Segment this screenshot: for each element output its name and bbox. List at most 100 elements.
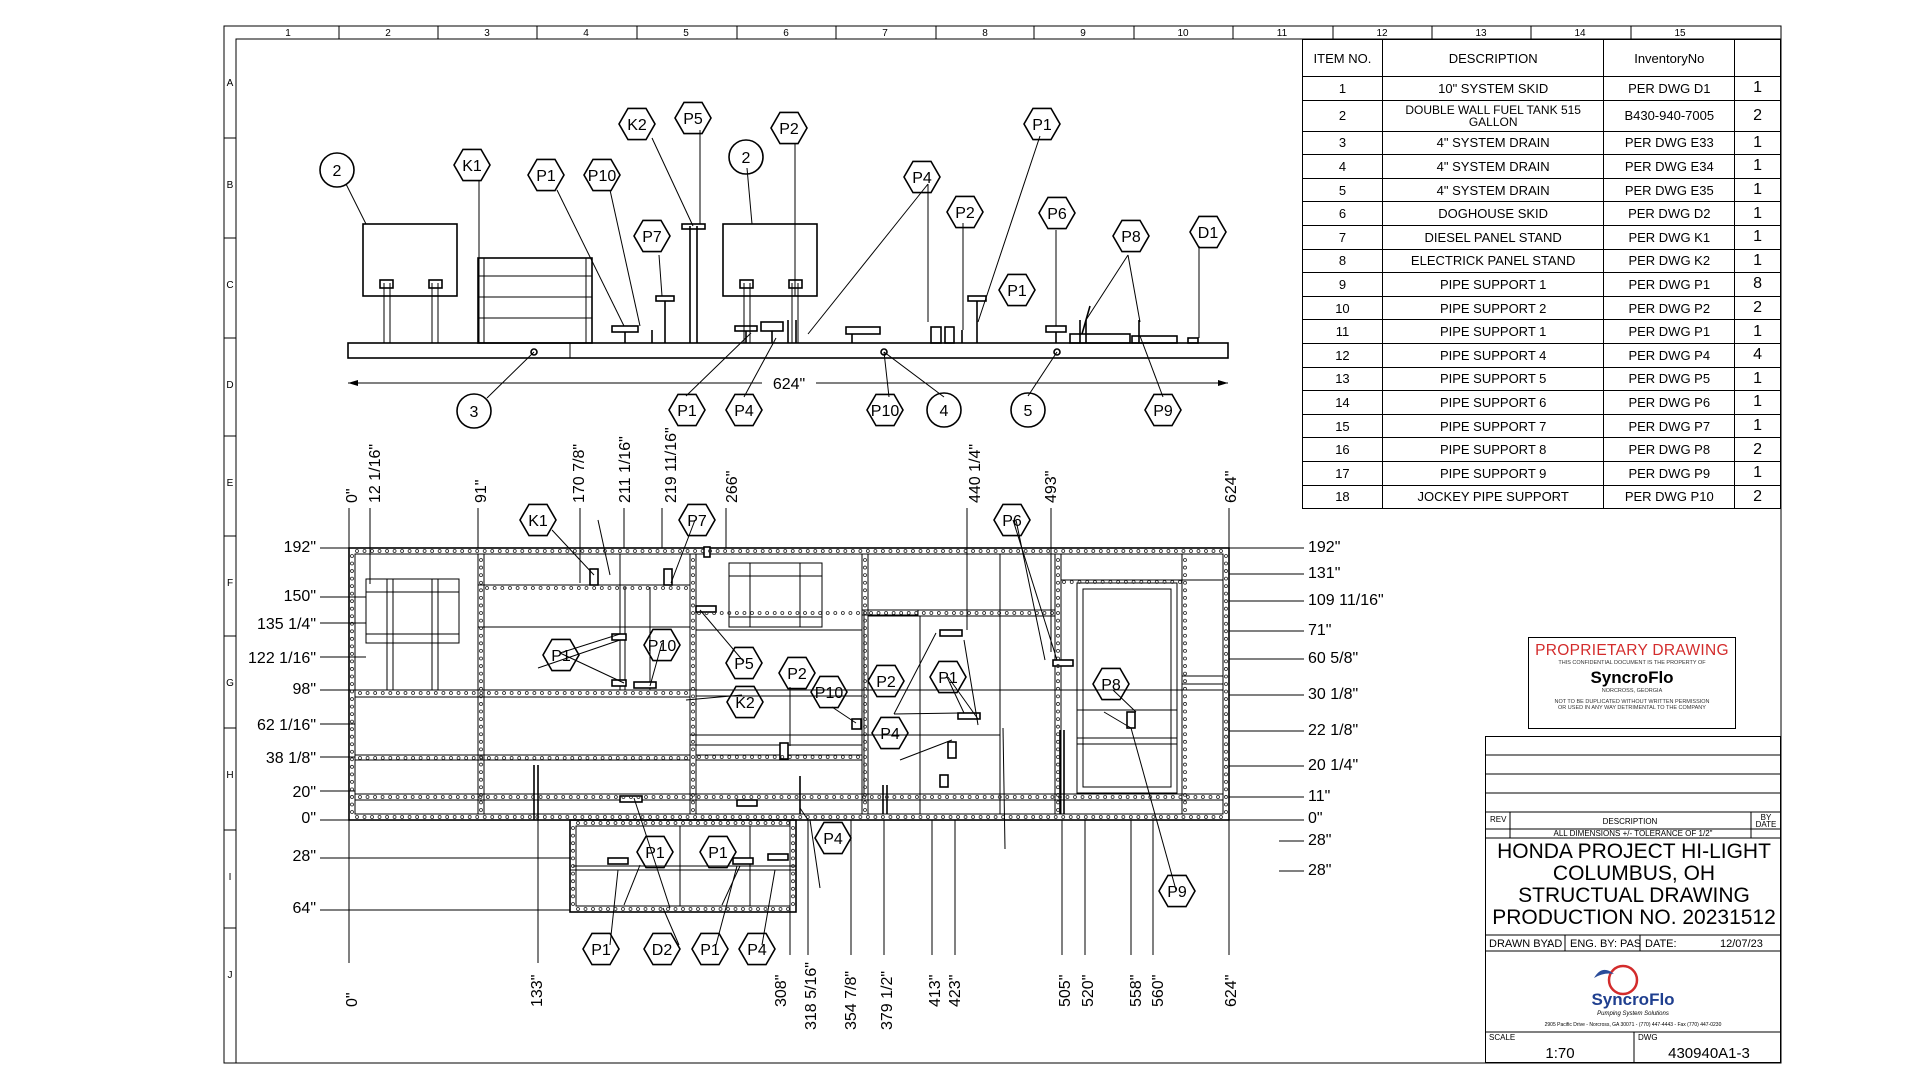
bolt — [681, 907, 685, 911]
balloon-hexagon — [643, 628, 681, 662]
dim-bottom-520: 520" — [1080, 975, 1097, 1007]
bolt — [350, 727, 354, 732]
plan-leaders — [537, 519, 1177, 946]
scale-value: 1:70 — [1545, 1045, 1574, 1062]
balloon-label: 5 — [1024, 403, 1033, 420]
bolt — [557, 815, 562, 819]
bolt — [1113, 549, 1118, 553]
bolt — [630, 586, 635, 590]
bolt — [583, 907, 588, 911]
bolt — [929, 611, 934, 615]
bolt — [470, 795, 475, 799]
bolt — [400, 549, 404, 553]
bom-item-no: 18 — [1302, 484, 1383, 510]
bolt — [691, 792, 695, 797]
bolt — [899, 795, 904, 799]
bolt — [350, 712, 354, 717]
bolt — [479, 717, 483, 721]
bolt — [1193, 795, 1198, 799]
bolt — [802, 795, 806, 799]
bolt — [577, 756, 582, 760]
bolt — [433, 795, 438, 799]
bolt — [546, 795, 551, 799]
bolt — [415, 815, 420, 819]
bolt — [362, 815, 367, 819]
dim-bottom-505: 505" — [1057, 975, 1074, 1007]
bolt — [936, 611, 941, 615]
balloon-hexagon — [778, 656, 816, 690]
bolt — [615, 691, 620, 695]
bolt — [1140, 795, 1145, 799]
bolt — [805, 549, 810, 553]
bolt — [531, 795, 536, 799]
bolt — [441, 691, 446, 695]
grid-column-label: 13 — [1475, 28, 1487, 39]
bom-qty: 1 — [1734, 248, 1781, 274]
grid-column-label: 8 — [982, 28, 988, 39]
bolt — [411, 691, 415, 695]
bolt — [741, 821, 745, 825]
bolt — [1183, 686, 1187, 691]
fuel-tank-right — [722, 223, 818, 297]
bom-description: DIESEL PANEL STAND — [1381, 224, 1605, 250]
bolt — [565, 815, 570, 819]
dim-bottom-0: 0" — [344, 992, 361, 1007]
bom-qty: 1 — [1734, 154, 1781, 179]
bolt — [358, 756, 362, 760]
bom-qty: 1 — [1734, 76, 1781, 101]
bom-description: 4" SYSTEM DRAIN — [1381, 130, 1605, 156]
bolt — [350, 682, 354, 686]
bolt — [479, 777, 483, 782]
bolt — [629, 795, 633, 799]
bolt — [1056, 724, 1060, 729]
bolt — [697, 611, 701, 615]
bolt — [640, 815, 645, 819]
bom-inventory-no: PER DWG P10 — [1603, 484, 1736, 510]
drawn-by: AD — [1547, 938, 1562, 950]
bolt — [1088, 795, 1092, 799]
bolt — [691, 800, 695, 805]
bolt — [633, 549, 637, 553]
bolt — [863, 595, 867, 600]
balloon-hexagon — [1112, 219, 1150, 253]
bolt — [685, 549, 690, 553]
bolt — [633, 815, 637, 819]
bolt — [1056, 762, 1060, 767]
bolt — [350, 591, 354, 596]
bolt — [350, 659, 354, 664]
bolt — [771, 821, 775, 825]
bolt — [778, 821, 783, 825]
bolt — [1125, 795, 1130, 799]
bolt — [478, 795, 483, 799]
bolt — [978, 815, 983, 819]
bolt — [1100, 580, 1105, 584]
bolt — [691, 595, 695, 600]
bolt — [1083, 815, 1088, 819]
bolt — [982, 795, 987, 799]
bolt — [691, 694, 695, 699]
bolt — [661, 586, 665, 590]
bolt — [610, 549, 615, 553]
bolt — [691, 762, 695, 767]
bolt — [658, 821, 663, 825]
bom-item-no: 15 — [1302, 413, 1383, 439]
bolt — [520, 549, 525, 553]
bolt — [422, 815, 427, 819]
bolt — [638, 691, 643, 695]
bolt — [911, 549, 915, 553]
bolt — [700, 815, 705, 819]
bolt — [1046, 549, 1051, 553]
bolt — [1121, 815, 1126, 819]
bolt — [648, 549, 652, 553]
bolt — [1004, 611, 1009, 615]
bolt — [918, 815, 923, 819]
bolt — [911, 815, 915, 819]
bolt — [365, 756, 370, 760]
bolt — [803, 755, 807, 759]
drawn-by-label: DRAWN BY: — [1489, 938, 1550, 950]
bolt — [693, 815, 697, 819]
bolt — [350, 772, 354, 777]
